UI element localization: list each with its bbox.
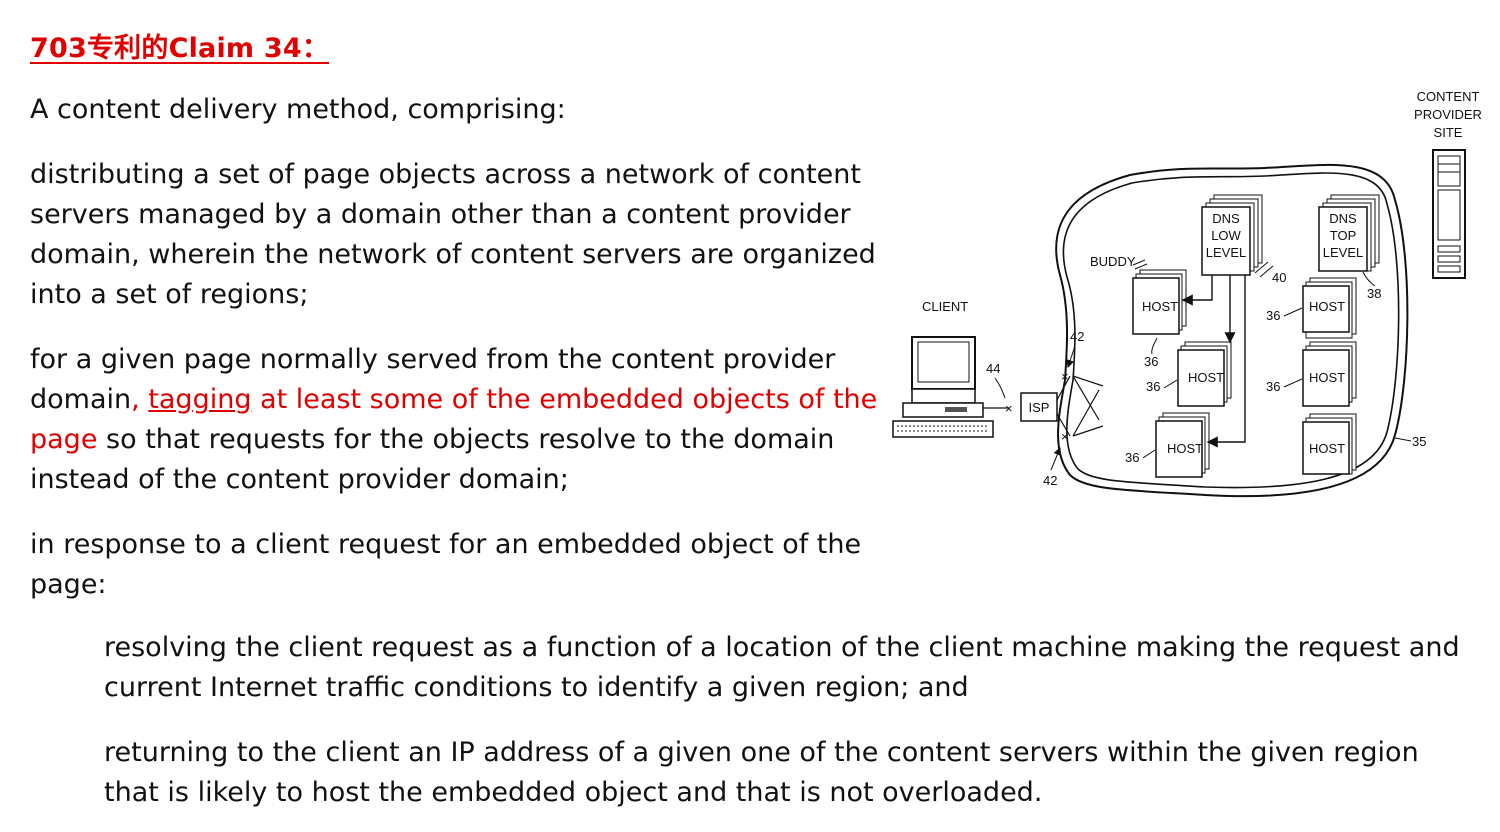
ref-38: 38	[1367, 286, 1381, 301]
claim-number: Claim 34：	[168, 33, 330, 64]
dns-top-line-3: LEVEL	[1323, 245, 1363, 260]
client-computer-icon	[892, 336, 994, 438]
link-cross-top: ×	[1061, 369, 1069, 384]
ref-36-e: 36	[1266, 379, 1280, 394]
claim-substep-resolving: resolving the client request as a functi…	[104, 632, 1460, 703]
network-cloud-outer	[1055, 163, 1409, 498]
tagging-emphasis: tagging	[148, 384, 252, 415]
dns-top-line-2: TOP	[1330, 228, 1357, 243]
dns-top-level-icon	[1318, 194, 1380, 272]
link-cross-bottom: ×	[1061, 429, 1069, 444]
provider-label-2: PROVIDER	[1414, 107, 1482, 122]
provider-label-1: CONTENT	[1417, 89, 1480, 104]
ref-36-b: 36	[1146, 379, 1160, 394]
provider-server-icon	[1432, 149, 1466, 279]
dns-top-line-1: DNS	[1329, 211, 1357, 226]
host-buddy-label: HOST	[1142, 299, 1178, 314]
client-label: CLIENT	[922, 299, 968, 314]
claim-intro: A content delivery method, comprising:	[30, 94, 566, 125]
host-right-bottom-label: HOST	[1309, 441, 1345, 456]
ref-36-a: 36	[1144, 354, 1158, 369]
dns-low-line-3: LEVEL	[1206, 245, 1246, 260]
step-rest-text: so that requests for the objects resolve…	[30, 424, 835, 495]
buddy-label: BUDDY	[1090, 254, 1136, 269]
isp-label: ISP	[1029, 400, 1050, 415]
patent-number: 703	[30, 33, 87, 64]
ref-40: 40	[1272, 270, 1286, 285]
host-middle-label: HOST	[1188, 370, 1224, 385]
step-lead-text: for a given page normally served from th…	[30, 344, 836, 415]
ref-42-top: 42	[1070, 329, 1084, 344]
host-right-top-label: HOST	[1309, 299, 1345, 314]
isp-cross-marker: ×	[1005, 401, 1013, 416]
host-boxes	[1132, 277, 1350, 478]
dns-arrows	[1181, 275, 1246, 448]
claim-step-tagging: for a given page normally served from th…	[30, 340, 890, 500]
claim-step-distributing: distributing a set of page objects acros…	[30, 159, 876, 310]
host-right-middle-label: HOST	[1309, 370, 1345, 385]
dns-low-line-2: LOW	[1211, 228, 1241, 243]
ref-35: 35	[1412, 434, 1426, 449]
ref-36-d: 36	[1266, 308, 1280, 323]
claim-heading: 703专利的Claim 34：	[30, 26, 347, 65]
ref-36-c: 36	[1125, 450, 1139, 465]
heading-chinese: 专利的	[86, 33, 169, 64]
claim-step-response: in response to a client request for an e…	[30, 529, 862, 600]
ref-42-bottom: 42	[1043, 473, 1057, 488]
dns-low-level-icon	[1201, 194, 1263, 276]
provider-label-3: SITE	[1434, 125, 1463, 140]
dns-low-line-1: DNS	[1212, 211, 1240, 226]
network-cloud-inner	[1062, 172, 1400, 489]
ref-44: 44	[986, 361, 1000, 376]
step-comma: ,	[131, 384, 149, 415]
patent-figure: CONTENT PROVIDER SITE DNS LOW LEVEL DNS …	[892, 89, 1482, 498]
isp-box	[1020, 392, 1058, 422]
host-bottom-label: HOST	[1167, 441, 1203, 456]
claim-substep-returning: returning to the client an IP address of…	[104, 737, 1419, 808]
tagging-highlight: at least some of the embedded objects of…	[30, 384, 878, 455]
isp-links	[1056, 375, 1104, 437]
